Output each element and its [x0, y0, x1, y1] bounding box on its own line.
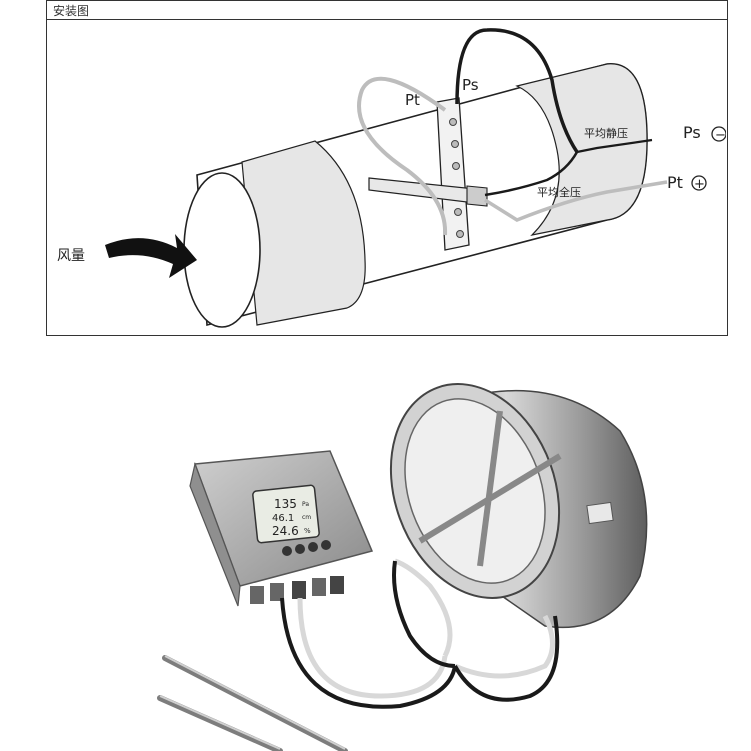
probe-rod-1-highlight: [164, 655, 346, 750]
device-button-1[interactable]: [282, 546, 292, 556]
duct-diagram: 风量 Pt Ps 平均静压 平均全压 Ps − Pt +: [57, 28, 726, 328]
device-button-4[interactable]: [321, 540, 331, 550]
duct-inlet: [183, 172, 261, 328]
device-button-2[interactable]: [295, 544, 305, 554]
light-tube-1: [297, 597, 448, 699]
avg-static-label: 平均静压: [584, 126, 628, 140]
panel-header: 安装图: [47, 1, 727, 20]
product-photo: 135 Pa 46.1 cm 24.6 %: [157, 383, 648, 751]
probe-rod-2-highlight: [159, 695, 281, 750]
display-line-3: 24.6: [272, 524, 299, 538]
ring-label-plate: [586, 501, 614, 525]
ps-label: Ps: [462, 76, 479, 94]
probe-rod-1: [162, 655, 348, 751]
pt-label: Pt: [405, 91, 420, 109]
installation-diagram-panel: 安装图 风量: [46, 0, 728, 336]
display-line-1: 135: [274, 497, 297, 511]
avg-total-label: 平均全压: [537, 185, 581, 199]
probe-bracket: [368, 97, 488, 251]
airflow-arrow: [105, 234, 197, 278]
pressure-transmitter: 135 Pa 46.1 cm 24.6 %: [189, 450, 374, 607]
light-tube-2: [394, 558, 453, 658]
display-unit-2: cm: [302, 514, 311, 521]
duct-band-left: [241, 140, 366, 326]
cable-gland-5: [330, 576, 344, 594]
display-line-2: 46.1: [272, 513, 294, 524]
device-button-3[interactable]: [308, 542, 318, 552]
measuring-ring: [389, 383, 648, 629]
device-display: [252, 484, 320, 544]
ps-terminal-label: Ps: [683, 123, 701, 142]
dark-tube-3: [392, 560, 456, 668]
ps-tube-link: [484, 151, 579, 197]
cable-gland-2: [270, 583, 284, 601]
ps-tube-out: [576, 138, 653, 154]
cable-gland-3: [292, 581, 306, 599]
cable-gland-1: [250, 586, 264, 604]
dark-tube-1: [280, 597, 457, 709]
display-unit-1: Pa: [302, 501, 309, 508]
airflow-label: 风量: [57, 248, 85, 264]
pt-tube-loop: [357, 76, 448, 236]
display-unit-3: %: [304, 527, 311, 535]
dark-tube-2: [453, 615, 560, 702]
light-tube-3: [453, 614, 555, 679]
ps-tube-loop: [455, 28, 579, 153]
pt-terminal-label: Pt: [667, 173, 683, 192]
panel-title: 安装图: [53, 4, 90, 18]
minus-symbol: −: [715, 128, 726, 143]
minus-circle-icon: [711, 126, 726, 142]
pt-tube-out: [484, 180, 668, 222]
plus-circle-icon: [691, 175, 707, 191]
cable-gland-4: [312, 578, 326, 596]
plus-symbol: +: [694, 177, 705, 192]
probe-rod-2: [157, 695, 283, 751]
